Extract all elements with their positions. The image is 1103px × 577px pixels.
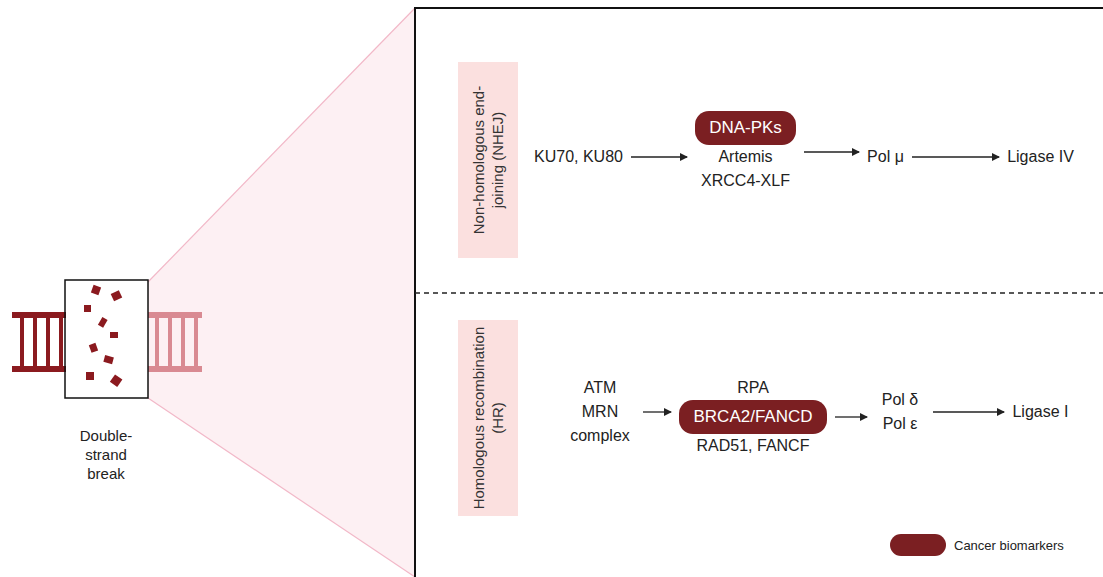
biomarker-pill: BRCA2/FANCD <box>677 400 829 434</box>
biomarker-label: DNA-PKs <box>695 111 796 145</box>
step-label: Pol μ <box>865 145 906 169</box>
legend-swatch <box>890 534 946 556</box>
step-label: Pol δ Pol ε <box>875 388 925 436</box>
flow-arrow <box>631 156 687 157</box>
legend-row: Cancer biomarkers <box>890 534 1064 556</box>
biomarker-pill: DNA-PKs <box>693 111 798 145</box>
zoom-panel <box>415 8 1103 577</box>
flow-arrow <box>804 151 859 152</box>
flow-arrow <box>643 411 671 412</box>
flow-arrow <box>933 411 1004 412</box>
zoom-funnel <box>148 8 415 577</box>
biomarker-group: DNA-PKsArtemis XRCC4-XLF <box>693 111 798 193</box>
process-step: Ligase I <box>1010 400 1071 424</box>
pathway-band: Homologous recombination (HR) <box>458 320 518 516</box>
legend-label: Cancer biomarkers <box>954 538 1064 553</box>
process-step: Pol δ Pol ε <box>873 388 927 436</box>
process-step: ATM MRN complex <box>563 376 637 448</box>
step-label: KU70, KU80 <box>532 145 625 169</box>
step-label: Ligase I <box>1010 400 1071 424</box>
flow-arrow <box>912 156 999 157</box>
dna-strand <box>12 280 202 398</box>
step-label: Artemis XRCC4-XLF <box>701 145 791 193</box>
process-step: Pol μ <box>865 145 906 169</box>
step-label: RPA <box>677 376 829 400</box>
process-step: KU70, KU80 <box>532 145 625 169</box>
step-label: RAD51, FANCF <box>677 434 829 458</box>
biomarker-group: RPABRCA2/FANCDRAD51, FANCF <box>677 376 829 458</box>
zoom-line <box>148 398 415 577</box>
flow-arrow <box>835 416 867 417</box>
caption-label: Double-strand break <box>66 426 146 483</box>
divider-line <box>415 292 1103 294</box>
process-step: Ligase IV <box>1005 145 1076 169</box>
pathway-title: Non-homologous end-joining (NHEJ) <box>469 65 507 255</box>
pathway-title: Homologous recombination (HR) <box>469 323 507 513</box>
pathway-band: Non-homologous end-joining (NHEJ) <box>458 62 518 258</box>
step-label: ATM MRN complex <box>565 376 635 448</box>
biomarker-label: BRCA2/FANCD <box>679 400 826 434</box>
step-label: Ligase IV <box>1005 145 1076 169</box>
zoom-line <box>148 8 415 282</box>
